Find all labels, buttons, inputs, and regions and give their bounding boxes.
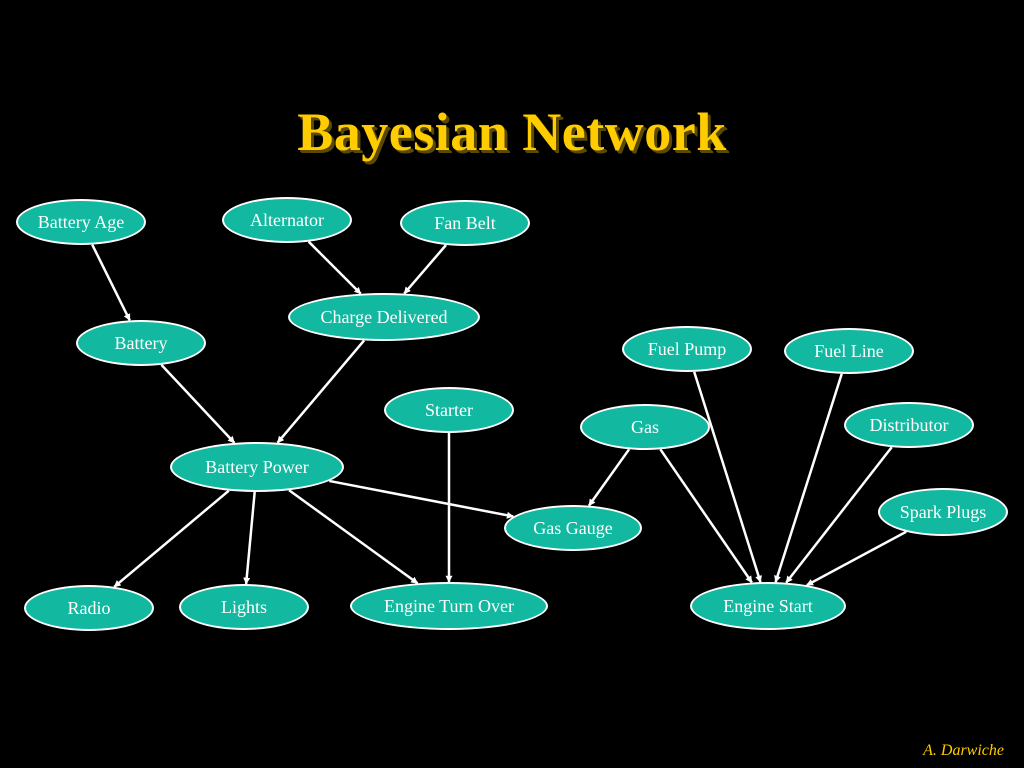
node-label: Fuel Pump <box>647 338 727 359</box>
node-charge-delivered: Charge Delivered <box>288 293 480 341</box>
node-label: Gas <box>631 416 659 437</box>
edge-gas-to-gas-gauge <box>587 448 631 507</box>
edge-gas-to-engine-start <box>659 448 753 584</box>
node-radio: Radio <box>24 585 154 631</box>
node-label: Battery Power <box>205 456 309 477</box>
node-label: Gas Gauge <box>533 517 613 538</box>
edge-battery-to-battery-power <box>160 363 236 444</box>
node-label: Engine Turn Over <box>384 595 514 616</box>
node-fuel-line: Fuel Line <box>784 328 914 374</box>
node-label: Alternator <box>250 209 324 230</box>
node-distributor: Distributor <box>844 402 974 448</box>
edge-battery-power-to-gas-gauge <box>328 479 514 519</box>
node-fan-belt: Fan Belt <box>400 200 530 246</box>
node-label: Radio <box>67 597 111 618</box>
edge-battery-power-to-engine-turn-over <box>288 489 419 585</box>
edge-fan-belt-to-charge-delivered <box>403 244 447 295</box>
node-gas-gauge: Gas Gauge <box>504 505 642 551</box>
node-label: Distributor <box>869 414 949 435</box>
edge-battery-power-to-lights <box>243 491 256 585</box>
node-label: Spark Plugs <box>899 501 987 522</box>
node-spark-plugs: Spark Plugs <box>878 488 1008 536</box>
node-label: Fan Belt <box>434 212 496 233</box>
node-alternator: Alternator <box>222 197 352 243</box>
node-label: Starter <box>425 399 473 420</box>
node-label: Charge Delivered <box>320 306 448 327</box>
node-lights: Lights <box>179 584 309 630</box>
node-battery-age: Battery Age <box>16 199 146 245</box>
node-label: Battery <box>114 332 168 353</box>
node-label: Lights <box>220 596 267 617</box>
node-battery: Battery <box>76 320 206 366</box>
node-engine-turn-over: Engine Turn Over <box>350 582 548 630</box>
node-label: Fuel Line <box>814 340 884 361</box>
node-engine-start: Engine Start <box>690 582 846 630</box>
edge-charge-delivered-to-battery-power <box>276 339 366 444</box>
author-credit: A. Darwiche <box>923 742 1004 759</box>
edge-fuel-pump-to-engine-start <box>693 371 762 583</box>
node-fuel-pump: Fuel Pump <box>622 326 752 372</box>
node-battery-power: Battery Power <box>170 442 344 492</box>
slide-title: Bayesian Network <box>297 102 727 162</box>
edge-battery-power-to-radio <box>113 489 230 588</box>
edge-alternator-to-charge-delivered <box>307 240 362 295</box>
edge-distributor-to-engine-start <box>785 446 893 584</box>
edge-spark-plugs-to-engine-start <box>806 530 907 587</box>
node-label: Engine Start <box>723 595 813 616</box>
node-label: Battery Age <box>37 211 125 232</box>
edge-fuel-line-to-engine-start <box>774 373 843 583</box>
edge-battery-age-to-battery <box>91 244 131 321</box>
node-starter: Starter <box>384 387 514 433</box>
node-gas: Gas <box>580 404 710 450</box>
